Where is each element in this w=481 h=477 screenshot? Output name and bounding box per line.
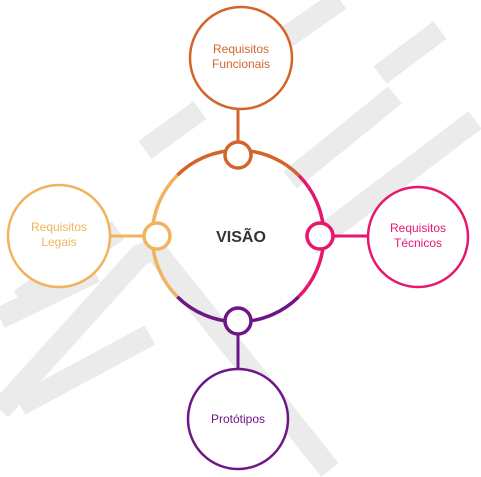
- knob-top: [223, 140, 253, 170]
- knob-right: [305, 221, 335, 251]
- watermark-stroke-h: [373, 21, 447, 84]
- node-requisitos-funcionais: Requisitos Funcionais: [188, 5, 294, 111]
- watermark-stroke-i: [138, 101, 207, 159]
- watermark-stroke-f: [283, 86, 402, 189]
- node-top-label-line1: Requisitos: [213, 42, 269, 56]
- watermark-stroke-g: [303, 111, 481, 254]
- node-right-circle: [366, 185, 470, 289]
- knob-left: [142, 221, 172, 251]
- watermark-stroke-c: [0, 237, 339, 477]
- node-bottom-label: Protótipos: [211, 412, 265, 426]
- node-requisitos-tecnicos: Requisitos Técnicos: [366, 185, 470, 289]
- node-prototipos: Protótipos: [186, 367, 290, 471]
- node-left-circle: [6, 183, 112, 289]
- node-top-label-line2: Funcionais: [212, 57, 270, 71]
- node-bottom-circle: [186, 367, 290, 471]
- node-right-label-line2: Técnicos: [394, 236, 442, 250]
- watermark-stroke-b: [14, 325, 156, 415]
- node-left-label-line1: Requisitos: [31, 220, 87, 234]
- center-label: VISÃO: [216, 226, 266, 246]
- node-requisitos-legais: Requisitos Legais: [6, 183, 112, 289]
- node-top-circle: [188, 5, 294, 111]
- node-right-label-line1: Requisitos: [390, 221, 446, 235]
- knob-bottom: [223, 306, 253, 336]
- node-left-label-line2: Legais: [41, 235, 76, 249]
